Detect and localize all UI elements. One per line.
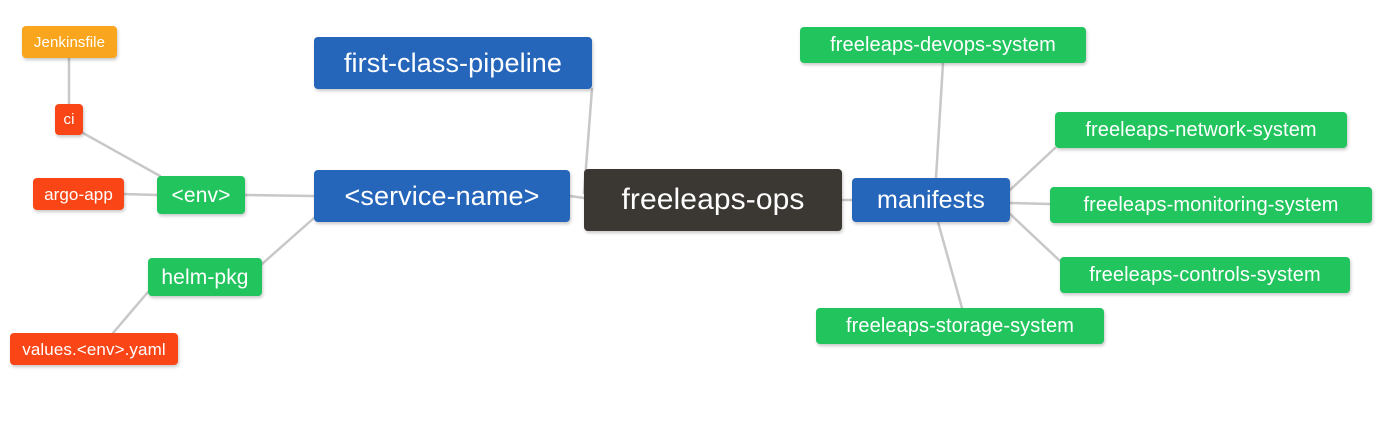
mindmap-node-freeleaps-storage-system[interactable]: freeleaps-storage-system bbox=[816, 308, 1104, 344]
edge-env-to-argo-app bbox=[122, 192, 159, 197]
node-label-argo-app: argo-app bbox=[44, 184, 113, 204]
node-label-freeleaps-network-system: freeleaps-network-system bbox=[1085, 119, 1317, 141]
edge-env-to-ci bbox=[81, 131, 162, 178]
node-label-helm-pkg: helm-pkg bbox=[161, 265, 249, 289]
node-label-env: <env> bbox=[171, 183, 231, 207]
mindmap-node-values-env-yaml[interactable]: values.<env>.yaml bbox=[10, 333, 178, 365]
mindmap-node-service-name[interactable]: <service-name> bbox=[314, 170, 570, 222]
edge-manifests-to-freeleaps-storage-system bbox=[936, 220, 964, 310]
mindmap-node-argo-app[interactable]: argo-app bbox=[33, 178, 124, 210]
node-label-freeleaps-controls-system: freeleaps-controls-system bbox=[1089, 264, 1321, 286]
edge-manifests-to-freeleaps-devops-system bbox=[934, 61, 945, 180]
node-label-ci: ci bbox=[63, 111, 75, 128]
node-label-freeleaps-monitoring-system: freeleaps-monitoring-system bbox=[1083, 194, 1339, 216]
mindmap-node-freeleaps-network-system[interactable]: freeleaps-network-system bbox=[1055, 112, 1347, 148]
edge-manifests-to-freeleaps-monitoring-system bbox=[1008, 201, 1052, 206]
edge-freeleaps-ops-to-service-name bbox=[568, 194, 586, 200]
node-label-manifests: manifests bbox=[877, 185, 985, 214]
node-label-values-env-yaml: values.<env>.yaml bbox=[22, 339, 166, 359]
mindmap-node-ci[interactable]: ci bbox=[55, 104, 83, 135]
edge-helm-pkg-to-values-env-yaml bbox=[111, 290, 150, 335]
mindmap-node-freeleaps-devops-system[interactable]: freeleaps-devops-system bbox=[800, 27, 1086, 63]
node-label-jenkinsfile: Jenkinsfile bbox=[33, 33, 106, 51]
edge-manifests-to-freeleaps-network-system bbox=[1008, 146, 1057, 192]
node-label-freeleaps-devops-system: freeleaps-devops-system bbox=[830, 34, 1056, 56]
node-label-freeleaps-ops: freeleaps-ops bbox=[621, 183, 805, 216]
node-label-freeleaps-storage-system: freeleaps-storage-system bbox=[845, 315, 1075, 337]
mindmap-node-jenkinsfile[interactable]: Jenkinsfile bbox=[22, 26, 117, 58]
mindmap-node-freeleaps-monitoring-system[interactable]: freeleaps-monitoring-system bbox=[1050, 187, 1372, 223]
mindmap-node-first-class-pipeline[interactable]: first-class-pipeline bbox=[314, 37, 592, 89]
edge-service-name-to-helm-pkg bbox=[260, 216, 316, 266]
edge-service-name-to-env bbox=[243, 193, 316, 198]
mindmap-node-helm-pkg[interactable]: helm-pkg bbox=[148, 258, 262, 296]
mindmap-node-freeleaps-controls-system[interactable]: freeleaps-controls-system bbox=[1060, 257, 1350, 293]
mindmap-node-manifests[interactable]: manifests bbox=[852, 178, 1010, 222]
mindmap-node-env[interactable]: <env> bbox=[157, 176, 245, 214]
node-label-first-class-pipeline: first-class-pipeline bbox=[343, 47, 563, 78]
mindmap-node-freeleaps-ops[interactable]: freeleaps-ops bbox=[584, 169, 842, 231]
node-label-service-name: <service-name> bbox=[344, 180, 540, 211]
